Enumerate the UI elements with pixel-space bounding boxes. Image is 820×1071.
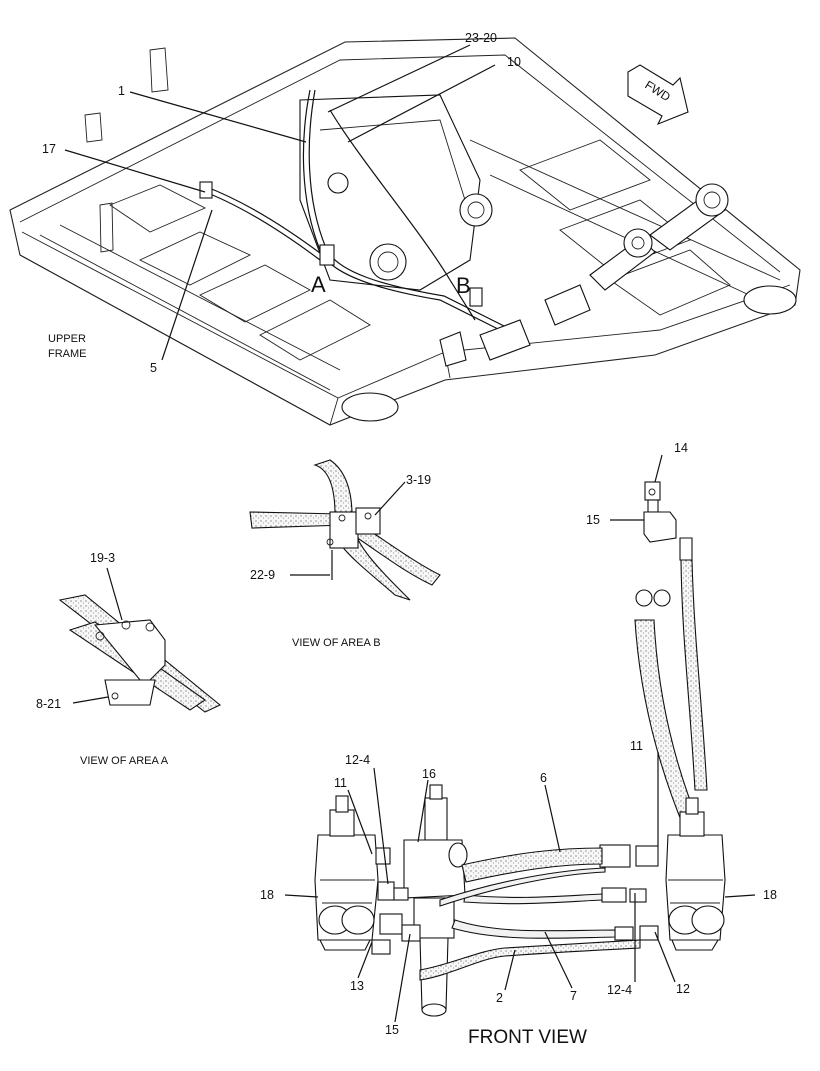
- callout-10: 10: [507, 55, 521, 69]
- callout-5: 5: [150, 361, 157, 375]
- area-b-detail: [249, 459, 441, 601]
- callout-19-3: 19-3: [90, 551, 115, 565]
- upper-frame-drawing: [9, 37, 801, 426]
- callout-11-right: 11: [630, 739, 643, 753]
- callout-12-4-bottom: 12-4: [607, 983, 632, 997]
- upper-leaders: [64, 44, 496, 361]
- area-b-marker: B: [456, 273, 471, 298]
- callout-23-20: 23-20: [465, 31, 497, 45]
- callout-7: 7: [570, 989, 577, 1003]
- front-view-caption: FRONT VIEW: [468, 1027, 587, 1048]
- area-a-marker: A: [311, 272, 326, 297]
- front-view-drawing: [284, 454, 756, 1023]
- callout-17: 17: [42, 142, 56, 156]
- upper-frame-label-line2: FRAME: [48, 348, 87, 360]
- callout-6: 6: [540, 771, 547, 785]
- fwd-arrow-icon: FWD: [627, 64, 689, 126]
- callout-2: 2: [496, 991, 503, 1005]
- view-of-area-a-caption: VIEW OF AREA A: [80, 755, 169, 767]
- upper-frame-label-line1: UPPER: [48, 333, 86, 345]
- callout-12-4-top: 12-4: [345, 753, 370, 767]
- callout-3-19: 3-19: [406, 473, 431, 487]
- callout-11-left: 11: [334, 776, 347, 790]
- callout-8-21: 8-21: [36, 697, 61, 711]
- callout-12: 12: [676, 982, 690, 996]
- callout-1: 1: [118, 84, 125, 98]
- view-of-area-b-caption: VIEW OF AREA B: [292, 637, 381, 649]
- callout-22-9: 22-9: [250, 568, 275, 582]
- callout-16: 16: [422, 767, 436, 781]
- callout-13: 13: [350, 979, 364, 993]
- callout-18-left: 18: [260, 888, 274, 902]
- callout-14: 14: [674, 441, 688, 455]
- callout-15-top: 15: [586, 513, 600, 527]
- callout-18-right: 18: [763, 888, 777, 902]
- callout-15-bottom: 15: [385, 1023, 399, 1037]
- area-a-detail: [58, 567, 222, 713]
